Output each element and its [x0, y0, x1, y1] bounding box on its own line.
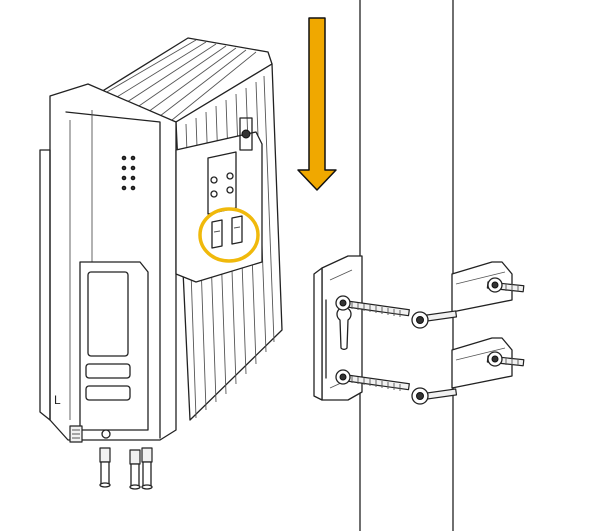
pole	[359, 0, 454, 531]
pole-mount-bracket	[313, 255, 525, 405]
bracket-keyhole	[336, 306, 352, 350]
device-side-rail	[39, 149, 51, 421]
threaded-rod-lower-right	[411, 351, 525, 405]
rear-clamp-lower	[451, 337, 513, 389]
cover-slot-upper	[85, 363, 131, 379]
cover-slot-lower	[85, 385, 131, 401]
threaded-rod-lower-left	[335, 369, 410, 391]
radio-unit: L	[39, 37, 283, 490]
device-side-mark: L	[54, 393, 61, 407]
threaded-rod-upper-right	[411, 277, 525, 329]
threaded-rod-upper-left	[335, 295, 410, 317]
mount-hook-right	[231, 215, 243, 245]
cover-window	[87, 271, 129, 357]
bottom-connectors	[69, 425, 153, 490]
mount-screw-post	[239, 117, 253, 151]
pole-body	[360, 0, 453, 531]
bracket-flange	[313, 267, 323, 401]
status-leds	[121, 155, 136, 191]
down-arrow-icon	[297, 17, 337, 191]
device-mount-bracket	[175, 131, 263, 283]
highlight-circle	[198, 207, 260, 263]
mount-hook-left	[211, 219, 223, 249]
